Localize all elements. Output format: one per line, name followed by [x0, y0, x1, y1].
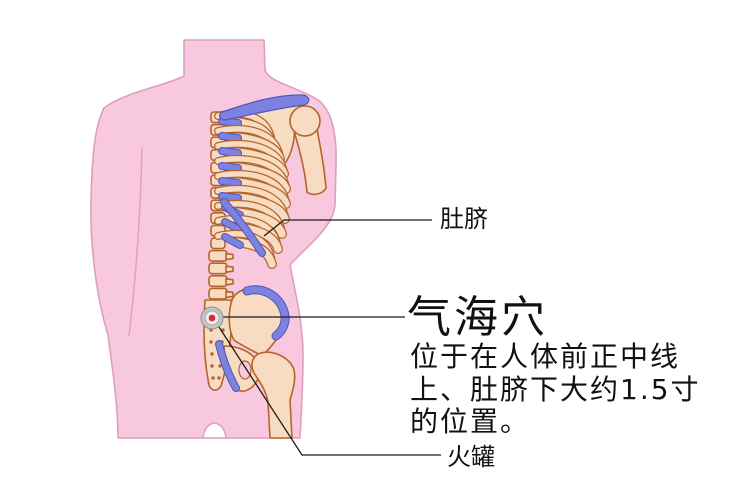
sacral-foramen	[210, 352, 214, 356]
transverse-process	[225, 252, 234, 261]
rib	[214, 169, 291, 209]
sacral-foramen	[210, 364, 214, 368]
sacral-foramen	[218, 364, 222, 368]
rib-cartilage	[219, 133, 241, 141]
navel-leader-line	[263, 219, 432, 237]
sacral-foramen	[209, 340, 213, 344]
navel-label: 肚脐	[440, 205, 488, 233]
acupoint-description-line: 位于在人体前正中线	[410, 340, 681, 373]
left-arm-contour	[128, 147, 143, 336]
humerus-head	[289, 105, 321, 137]
rib	[214, 184, 290, 224]
clavicle-bone	[219, 94, 310, 121]
acupoint-name-label: 气海穴	[407, 292, 548, 343]
leg-gap	[202, 422, 227, 439]
sacral-foramen	[211, 376, 215, 380]
cupping-leader-line	[218, 326, 441, 456]
rib-cartilage	[222, 234, 243, 248]
acupoint-center-dot	[208, 314, 216, 322]
pelvis	[215, 285, 290, 392]
rib-cartilage	[222, 219, 243, 233]
costal-margin	[220, 198, 266, 257]
vertebra	[208, 262, 228, 275]
sacral-foramina	[209, 328, 225, 380]
sacral-foramen	[217, 376, 221, 380]
transverse-process	[225, 290, 234, 299]
acupoint-marker	[200, 306, 224, 330]
vertebra	[208, 287, 228, 300]
cupping-label: 火罐	[447, 443, 495, 471]
rib	[214, 154, 291, 194]
transverse-process	[225, 265, 234, 273]
obturator-foramen	[238, 360, 252, 380]
iliac-crest-cartilage	[243, 286, 289, 340]
transverse-process	[225, 278, 234, 286]
rib-cartilage	[219, 178, 241, 186]
costal-margin-cartilage	[221, 199, 265, 256]
pubic-arc-cartilage	[216, 341, 239, 391]
rib-cartilage	[219, 163, 241, 171]
shoulder-bones	[251, 101, 327, 196]
femur-bone	[251, 351, 296, 439]
acupoint-description-line: 上、肚脐下大约1.5寸	[410, 373, 701, 406]
rib-cartilage	[219, 148, 241, 156]
vertebra	[208, 249, 228, 262]
rib-cartilage	[219, 118, 241, 126]
acupoint-description-line: 的位置。	[410, 405, 531, 438]
humerus-shaft	[292, 123, 327, 196]
rib-cartilage	[219, 193, 241, 201]
vertebra	[208, 274, 228, 288]
